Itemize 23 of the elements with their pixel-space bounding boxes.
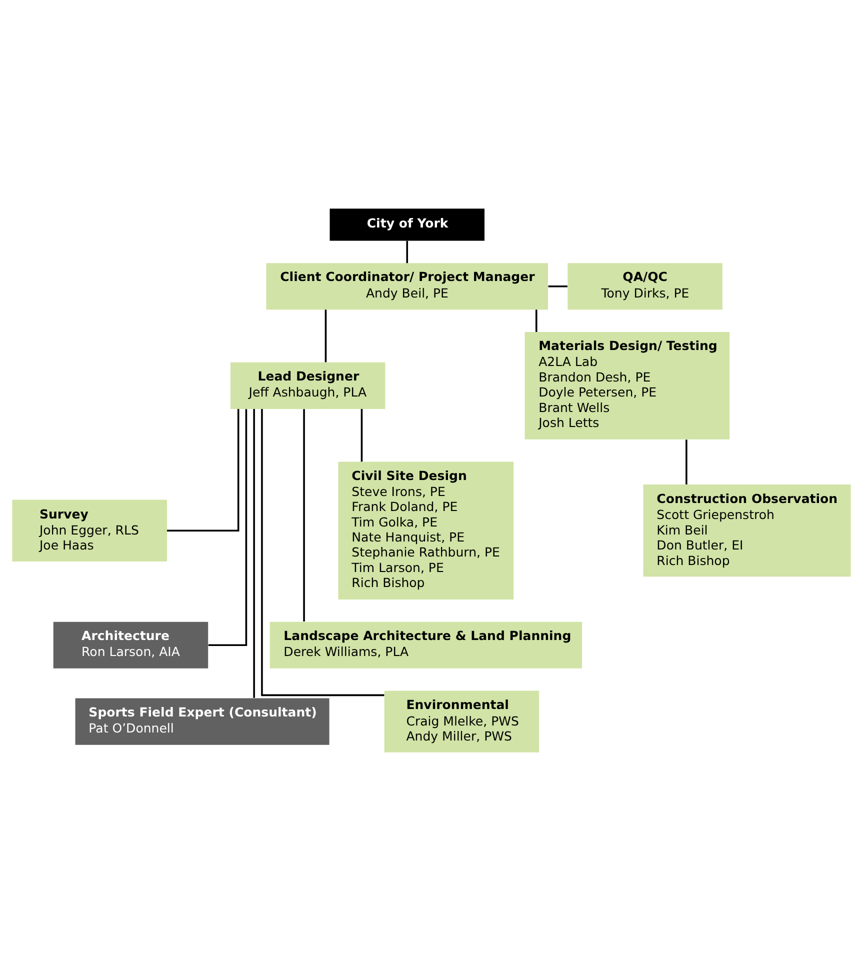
node-box: Client Coordinator/ Project Manager Andy Beil, PE <box>266 263 548 310</box>
node-box: Lead Designer Jeff Ashbaugh, PLA <box>230 362 386 409</box>
connector <box>261 408 384 696</box>
connector <box>360 408 363 462</box>
connector <box>303 409 305 622</box>
node-box: Civil Site Design Steve Irons, PE Frank Doland, PE Tim Golka, PE Nate Hanquist, PE Stephanie Rathburn, PE Tim Larson, PE Rich Bishop <box>338 462 514 600</box>
node-box: Architecture Ron Larson, AIA <box>53 622 208 668</box>
connector <box>253 409 255 698</box>
node-box: Construction Observation Scott Griepenstroh Kim Beil Don Butler, EI Rich Bishop <box>643 484 851 577</box>
connector <box>167 408 240 532</box>
node-box: City of York <box>330 208 484 241</box>
node-box: QA/QC Tony Dirks, PE <box>568 263 722 310</box>
node-box: Environmental Craig Mlelke, PWS Andy Miller, PWS <box>384 690 540 752</box>
node-box: Materials Design/ Testing A2LA Lab Brandon Desh, PE Doyle Petersen, PE Brant Wells Josh Letts <box>524 332 730 440</box>
connector <box>535 310 538 332</box>
connector <box>548 286 568 288</box>
connector <box>406 240 408 264</box>
connector <box>324 310 327 362</box>
connector <box>686 440 688 484</box>
node-box: Landscape Architecture & Land Planning Derek Williams, PLA <box>270 622 582 668</box>
node-box: Survey John Egger, RLS Joe Haas <box>12 500 167 562</box>
node-box: Sports Field Expert (Consultant) Pat O’Donnell <box>75 698 330 745</box>
connector <box>208 409 248 646</box>
